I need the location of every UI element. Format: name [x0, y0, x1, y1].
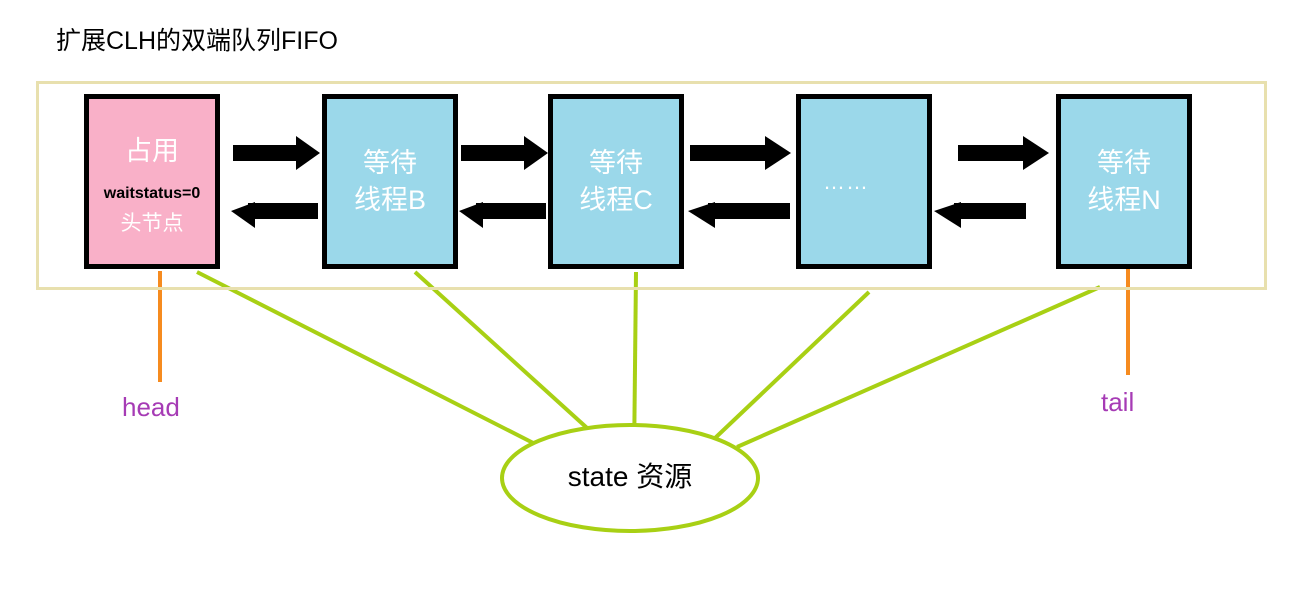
- arrow-left-icon: [688, 202, 790, 228]
- arrow-right-icon: [233, 136, 320, 170]
- resource-line-head-node: [196, 270, 546, 451]
- link-arrows-b-to-c: [459, 136, 548, 228]
- link-arrows-c-to-ellipsis: [688, 136, 791, 228]
- node-head-waitstatus: waitstatus=0: [103, 185, 201, 202]
- arrow-right-icon: [461, 136, 548, 170]
- queue-container: [36, 81, 1267, 290]
- state-resource-ellipse[interactable]: [500, 423, 760, 533]
- node-c-line1: 等待: [589, 147, 643, 178]
- node-b-line1: 等待: [363, 147, 417, 178]
- resource-line-node-b: [413, 270, 599, 439]
- node-b-line2: 线程B: [353, 184, 426, 215]
- queue-node-thread-c[interactable]: 等待 线程C: [548, 94, 684, 269]
- link-arrows-ellipsis-to-n: [934, 136, 1049, 228]
- node-head-main-text: 占用: [125, 136, 179, 166]
- link-arrows-head-to-b: [231, 136, 320, 228]
- arrow-left-icon: [934, 202, 1026, 228]
- queue-node-thread-n[interactable]: 等待 线程N: [1056, 94, 1192, 269]
- resource-connector-lines: [196, 270, 1101, 463]
- queue-node-head[interactable]: 占用 waitstatus=0 头节点: [84, 94, 220, 269]
- state-resource-label: state 资源: [567, 461, 693, 492]
- resource-line-node-n: [736, 285, 1101, 449]
- node-ellipsis-dots: ……: [823, 168, 869, 194]
- arrow-right-icon: [958, 136, 1049, 170]
- head-pointer-label: head: [122, 392, 180, 422]
- resource-line-node-ellipsis: [711, 290, 871, 442]
- node-n-line1: 等待: [1097, 147, 1151, 178]
- queue-node-thread-b[interactable]: 等待 线程B: [322, 94, 458, 269]
- tail-pointer-label: tail: [1101, 387, 1135, 417]
- node-n-line2: 线程N: [1087, 184, 1161, 215]
- page-title: 扩展CLH的双端队列FIFO: [56, 27, 338, 55]
- arrow-right-icon: [690, 136, 791, 170]
- queue-node-ellipsis[interactable]: ……: [796, 94, 932, 269]
- node-c-line2: 线程C: [579, 184, 653, 215]
- node-head-subtitle: 头节点: [120, 212, 184, 235]
- arrow-left-icon: [231, 202, 318, 228]
- arrow-left-icon: [459, 202, 546, 228]
